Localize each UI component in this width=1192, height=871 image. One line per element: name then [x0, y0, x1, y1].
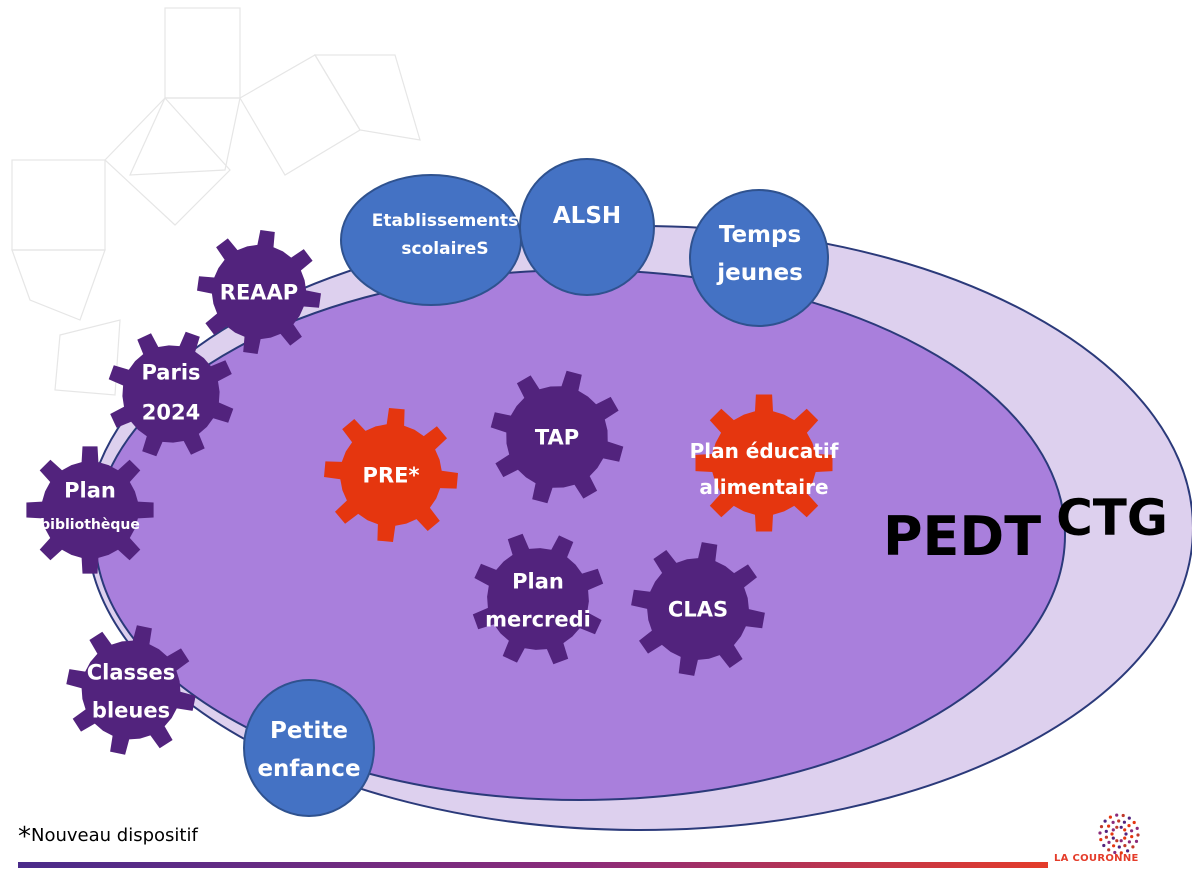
bubble-etablissements: Etablissements scolaireS — [340, 174, 522, 306]
gear-paris-2024-shape — [108, 331, 234, 457]
gear-classes-bleues-label-2: bleues — [92, 698, 170, 722]
gear-plan-educatif-label-1: Plan éducatif — [690, 439, 839, 463]
bubble-alsh: ALSH — [519, 158, 655, 296]
bubble-temps-jeunes-line1: Temps — [719, 222, 801, 248]
gear-plan-mercredi: Plan mercredi — [472, 533, 604, 665]
gear-plan-bibliotheque: Plan bibliothèque — [26, 446, 154, 574]
bubble-petite-enfance: Petite enfance — [243, 679, 375, 817]
footnote-star: * — [18, 822, 31, 852]
gear-plan-mercredi-label-1: Plan — [512, 569, 564, 593]
gear-clas: CLAS — [631, 542, 765, 676]
footnote: *Nouveau dispositif — [18, 822, 198, 852]
gear-plan-bibliotheque-label-2: bibliothèque — [40, 517, 140, 533]
gear-tap-label-1: TAP — [535, 425, 579, 449]
gear-paris-2024-label-1: Paris — [141, 360, 200, 384]
gear-reaap: REAAP — [197, 230, 321, 354]
gear-plan-educatif-shape — [695, 394, 833, 532]
gear-tap-shape — [490, 370, 624, 504]
bubble-temps-jeunes-line2: jeunes — [716, 260, 803, 286]
gear-plan-educatif-label-2: alimentaire — [699, 475, 828, 499]
bubble-temps-jeunes: Temps jeunes — [689, 189, 829, 327]
gear-pre: PRE* — [324, 408, 458, 542]
footnote-text: Nouveau dispositif — [31, 825, 198, 846]
gear-classes-bleues-label-1: Classes — [87, 660, 176, 684]
gear-reaap-label-1: REAAP — [220, 280, 298, 304]
bottom-gradient-bar — [18, 862, 1048, 868]
gear-tap: TAP — [490, 370, 624, 504]
gear-clas-shape — [631, 542, 765, 676]
pedt-label: PEDT — [883, 505, 1041, 568]
background-pattern — [11, 7, 421, 396]
gear-plan-mercredi-shape — [472, 533, 604, 665]
bubble-etablissements-line2: scolaireS — [401, 239, 488, 259]
gear-plan-bibliotheque-shape — [26, 446, 154, 574]
bubble-petite-enfance-line2: enfance — [257, 756, 360, 782]
gear-classes-bleues: Classes bleues — [66, 625, 196, 755]
gear-paris-2024: Paris 2024 — [108, 331, 234, 457]
gear-pre-label-1: PRE* — [363, 463, 420, 487]
bubble-petite-enfance-line1: Petite — [270, 718, 348, 744]
couronne-logo-icon — [1098, 813, 1140, 855]
gear-clas-label-1: CLAS — [668, 597, 728, 621]
bubble-etablissements-line1: Etablissements — [372, 211, 518, 231]
gear-plan-bibliotheque-label-1: Plan — [64, 478, 116, 502]
gear-paris-2024-label-2: 2024 — [142, 400, 200, 424]
gear-plan-mercredi-label-2: mercredi — [485, 607, 591, 631]
ctg-label: CTG — [1056, 489, 1168, 547]
gear-reaap-shape — [197, 230, 321, 354]
gear-classes-bleues-shape — [66, 625, 196, 755]
gear-plan-educatif: Plan éducatif alimentaire — [690, 394, 839, 532]
bubble-alsh-line1: ALSH — [553, 203, 621, 229]
gear-pre-shape — [324, 408, 458, 542]
logo-text: LA COURONNE — [1054, 853, 1139, 864]
